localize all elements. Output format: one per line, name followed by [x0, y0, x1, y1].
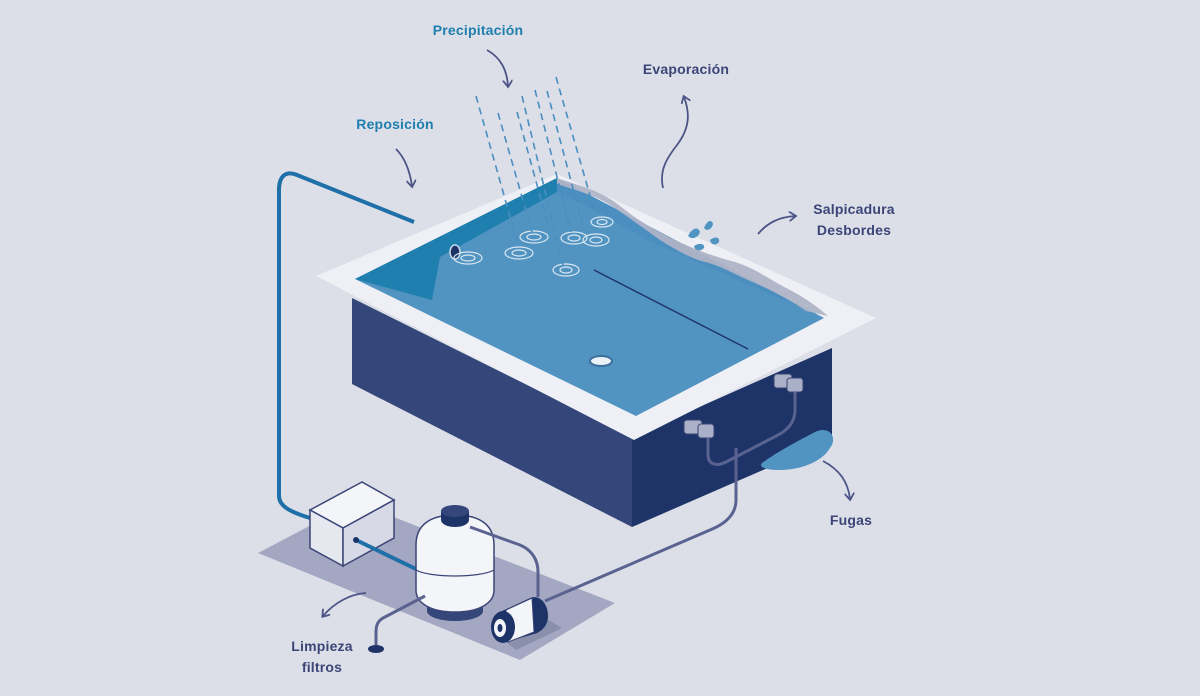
wall-inlet	[449, 244, 461, 260]
filter-to-pump-pipe	[469, 525, 540, 597]
precipitation-arrow-icon	[486, 49, 508, 86]
pool-return-fittings	[683, 373, 804, 439]
label-inflow: Reposición	[356, 116, 434, 132]
leak-puddle	[761, 430, 834, 470]
pool-wall-right	[632, 348, 832, 527]
label-cleaning: Limpieza	[291, 638, 353, 654]
splash-arrow-icon	[757, 216, 795, 235]
label-evaporation: Evaporación	[642, 61, 730, 77]
inflow-arrow-icon	[395, 148, 412, 186]
label-splash: Salpicadura	[813, 201, 895, 217]
rain-ripples	[453, 216, 614, 277]
label-leaks: Fugas	[829, 512, 873, 528]
cleaning-arrow-icon	[323, 592, 367, 616]
pump	[491, 597, 562, 650]
main-drain	[589, 355, 613, 367]
waste-pipe	[374, 594, 426, 646]
sand-filter	[415, 505, 495, 621]
pipe-joint	[353, 537, 359, 543]
rain-lines-icon	[475, 76, 596, 266]
label-filters: filtros	[301, 659, 343, 675]
label-filter-cleaning: Limpieza filtros	[276, 636, 368, 678]
label-splash-overflow: Salpicadura Desbordes	[800, 199, 908, 241]
leak-arrow-icon	[822, 460, 850, 499]
overflow-wave	[557, 178, 828, 316]
control-box	[308, 481, 396, 568]
return-pipe	[706, 392, 797, 466]
pool-inner-wall-left	[355, 178, 557, 300]
evaporation-arrow-icon	[661, 97, 688, 189]
splash-drops	[688, 220, 720, 251]
label-precipitation: Precipitación	[432, 22, 524, 38]
suction-pipe	[544, 448, 738, 603]
box-to-filter-pipe	[355, 538, 419, 572]
label-overflow: Desbordes	[816, 222, 892, 238]
pool-wall-left	[352, 298, 632, 527]
waste-outlet	[368, 645, 384, 653]
inflow-pipe	[277, 171, 415, 520]
pool-floor-line	[593, 269, 749, 350]
